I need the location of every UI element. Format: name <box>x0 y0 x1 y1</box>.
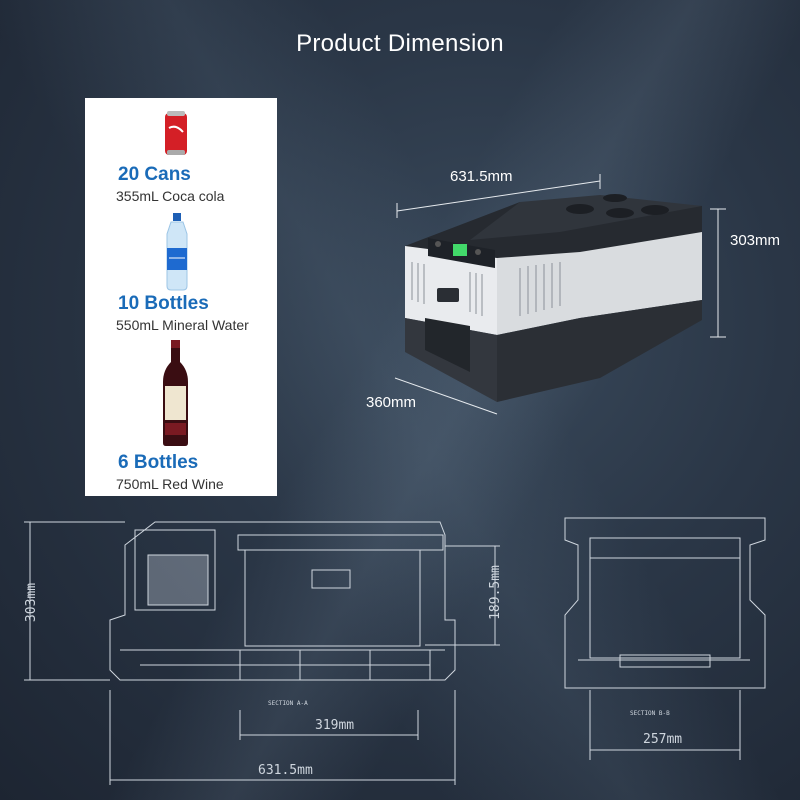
section-a-view <box>24 521 500 785</box>
capacity-description: 355mL Coca cola <box>116 188 225 204</box>
drawing-inner-width-label: 319mm <box>315 718 355 733</box>
vent-grille <box>411 262 561 316</box>
capacity-illustrations <box>163 111 188 446</box>
capacity-description: 750mL Red Wine <box>116 476 224 492</box>
cooler-base-side <box>497 300 702 402</box>
drawing-inner-height-label: 189.5mm <box>487 565 503 620</box>
section-b-label: SECTION B-B <box>630 710 670 717</box>
drawing-height-label: 303mm <box>24 582 40 623</box>
cooler-side <box>497 232 702 335</box>
section-b-view <box>564 517 766 760</box>
capacity-description: 550mL Mineral Water <box>116 317 249 333</box>
page-title: Product Dimension <box>296 30 504 57</box>
wine-bottle-icon <box>163 340 188 446</box>
drawing-total-width-label: 631.5mm <box>258 763 313 778</box>
section-a-label: SECTION A-A <box>268 700 308 707</box>
dimension-lines <box>394 174 726 415</box>
display-screen <box>453 244 467 256</box>
soda-can-icon <box>165 111 187 155</box>
drawing-right-width-label: 257mm <box>643 732 683 747</box>
capacity-count: 20 Cans <box>118 164 191 185</box>
capacity-panel: 20 Cans 355mL Coca cola 10 Bottles 550mL… <box>85 98 277 496</box>
height-label: 303mm <box>730 232 781 249</box>
water-bottle-icon <box>166 213 188 291</box>
handle <box>425 318 470 372</box>
capacity-count: 6 Bottles <box>118 452 199 473</box>
length-label: 631.5mm <box>450 168 513 185</box>
depth-label: 360mm <box>366 394 417 411</box>
capacity-count: 10 Bottles <box>118 293 209 314</box>
power-switch <box>437 288 459 302</box>
